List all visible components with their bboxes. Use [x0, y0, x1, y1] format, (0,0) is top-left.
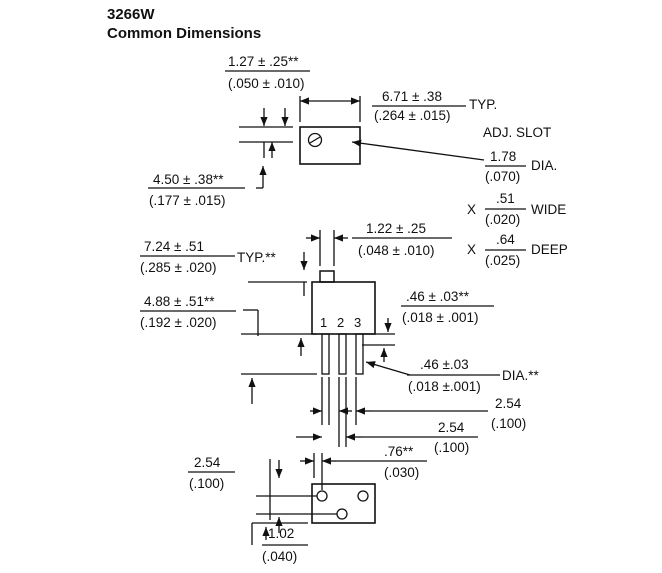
pin-label-1: 1	[320, 315, 327, 330]
pin-offset-mm: 1.02	[268, 526, 294, 541]
inner-pitch-in: (.100)	[434, 440, 469, 455]
adj-slot-dia-label: DIA.	[531, 158, 557, 173]
bottom-row-in: (.100)	[189, 476, 224, 491]
bottom-view	[188, 453, 427, 546]
outer-pitch-mm: 2.54	[495, 396, 522, 411]
pin-dia-in: (.018 ±.001)	[408, 379, 481, 394]
bottom-pin-hole-1	[316, 490, 328, 502]
bottom-offset-in: (.030)	[384, 465, 419, 480]
slot-width-in: (.050 ± .010)	[228, 76, 304, 91]
knob-width-mm: 1.22 ± .25	[366, 221, 426, 236]
bottom-offset-mm: .76**	[384, 444, 414, 459]
pin-dia-label: DIA.**	[502, 368, 540, 383]
bottom-pin-hole-3	[336, 508, 348, 520]
model-number: 3266W	[107, 6, 155, 23]
pin-3	[355, 333, 364, 375]
body-width-mm: 6.71 ± .38	[382, 89, 442, 104]
knob-width-in: (.048 ± .010)	[358, 243, 434, 258]
pin-1	[321, 333, 330, 375]
bottom-view-body-outline	[311, 483, 376, 524]
adj-slot-deep-label: DEEP	[531, 242, 568, 257]
pin-label-2: 2	[337, 315, 344, 330]
adj-slot-x-wide: X	[467, 202, 476, 217]
inner-pitch-mm: 2.54	[438, 420, 465, 435]
adj-slot-wide-mm: .51	[496, 191, 515, 206]
pin-2	[338, 333, 347, 375]
slot-width-mm: 1.27 ± .25**	[228, 54, 299, 69]
adj-slot-deep-mm: .64	[496, 232, 515, 247]
pin-offset-in: (.040)	[262, 549, 297, 564]
height-mm: 7.24 ± .51	[144, 239, 204, 254]
pin-length-mm: 4.88 ± .51**	[144, 294, 215, 309]
height-in: (.285 ± .020)	[140, 260, 216, 275]
adjustment-slot-circle	[307, 132, 323, 148]
pin-thickness-in: (.018 ± .001)	[402, 310, 478, 325]
adjustment-knob	[319, 270, 335, 283]
dimension-labels: 1.27 ± .25** (.050 ± .010) 6.71 ± .38 (.…	[140, 54, 568, 564]
slot-offset-mm: 4.50 ± .38**	[153, 172, 224, 187]
pin-dia-mm: .46 ±.03	[420, 357, 469, 372]
outer-pitch-in: (.100)	[491, 416, 526, 431]
adj-slot-dia-in: (.070)	[485, 169, 520, 184]
height-typ: TYP.**	[237, 250, 277, 265]
adj-slot-wide-label: WIDE	[531, 202, 566, 217]
body-width-typ: TYP.	[469, 97, 497, 112]
bottom-pin-hole-2	[357, 490, 369, 502]
pin-thickness-mm: .46 ± .03**	[406, 289, 470, 304]
drawing-subtitle: Common Dimensions	[107, 25, 262, 42]
adj-slot-deep-in: (.025)	[485, 253, 520, 268]
adj-slot-title: ADJ. SLOT	[483, 125, 551, 140]
side-view	[140, 230, 500, 447]
slot-offset-in: (.177 ± .015)	[149, 193, 225, 208]
pin-length-in: (.192 ± .020)	[140, 315, 216, 330]
body-width-in: (.264 ± .015)	[374, 108, 450, 123]
top-view-body-outline	[299, 126, 361, 165]
adjustment-slot-line	[309, 136, 321, 144]
adj-slot-dia-mm: 1.78	[490, 149, 516, 164]
pin-label-3: 3	[354, 315, 361, 330]
bottom-row-mm: 2.54	[194, 455, 221, 470]
adj-slot-x-deep: X	[467, 242, 476, 257]
adj-slot-wide-in: (.020)	[485, 212, 520, 227]
top-view	[148, 70, 526, 251]
